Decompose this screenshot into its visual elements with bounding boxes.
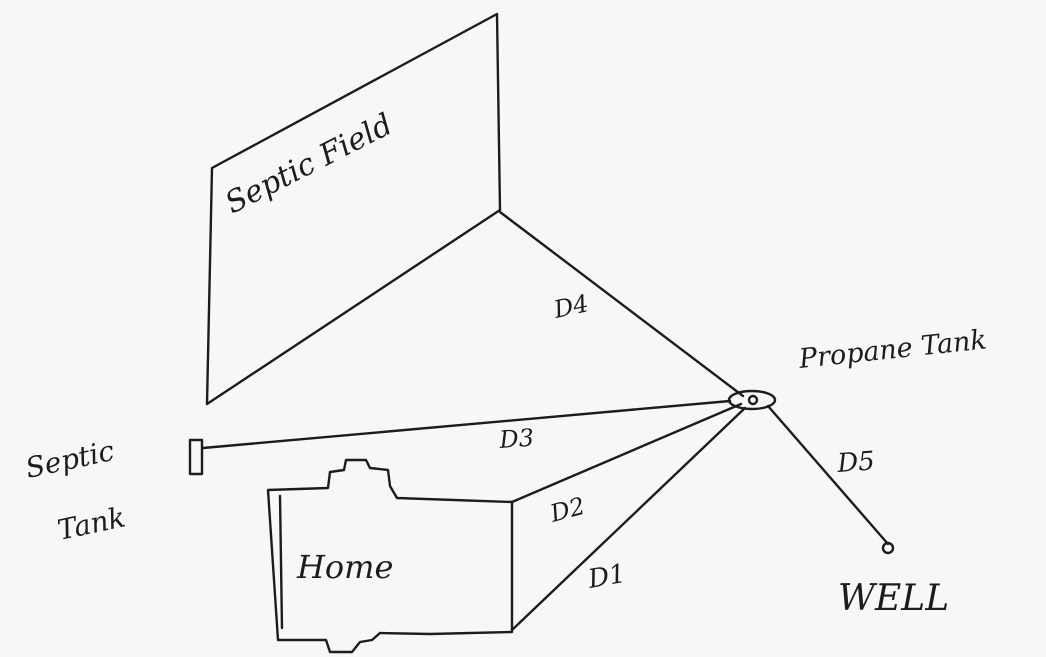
- septic-tank-label-line1: Septic: [23, 434, 118, 485]
- d3-line: [201, 399, 732, 450]
- home-label: Home: [296, 548, 393, 586]
- d1-line: [510, 406, 747, 632]
- propane-tank-label: Propane Tank: [796, 324, 988, 375]
- d3-label: D3: [497, 424, 534, 454]
- septic-field-shape: [205, 12, 502, 406]
- d4-label: D4: [550, 289, 591, 324]
- propane-tank-valve: [747, 394, 759, 406]
- d2-line: [510, 402, 743, 504]
- d1-label: D1: [585, 559, 628, 595]
- home-inner-wall: [278, 494, 284, 630]
- d5-line: [766, 404, 890, 546]
- septic-tank-label-line2: Tank: [55, 500, 129, 546]
- d2-label: D2: [546, 492, 588, 528]
- d5-label: D5: [835, 446, 875, 479]
- septic-field-label: Septic Field: [220, 107, 398, 221]
- septic-tank-shape: [188, 438, 204, 476]
- well-label: WELL: [838, 578, 949, 619]
- d4-line: [498, 210, 745, 398]
